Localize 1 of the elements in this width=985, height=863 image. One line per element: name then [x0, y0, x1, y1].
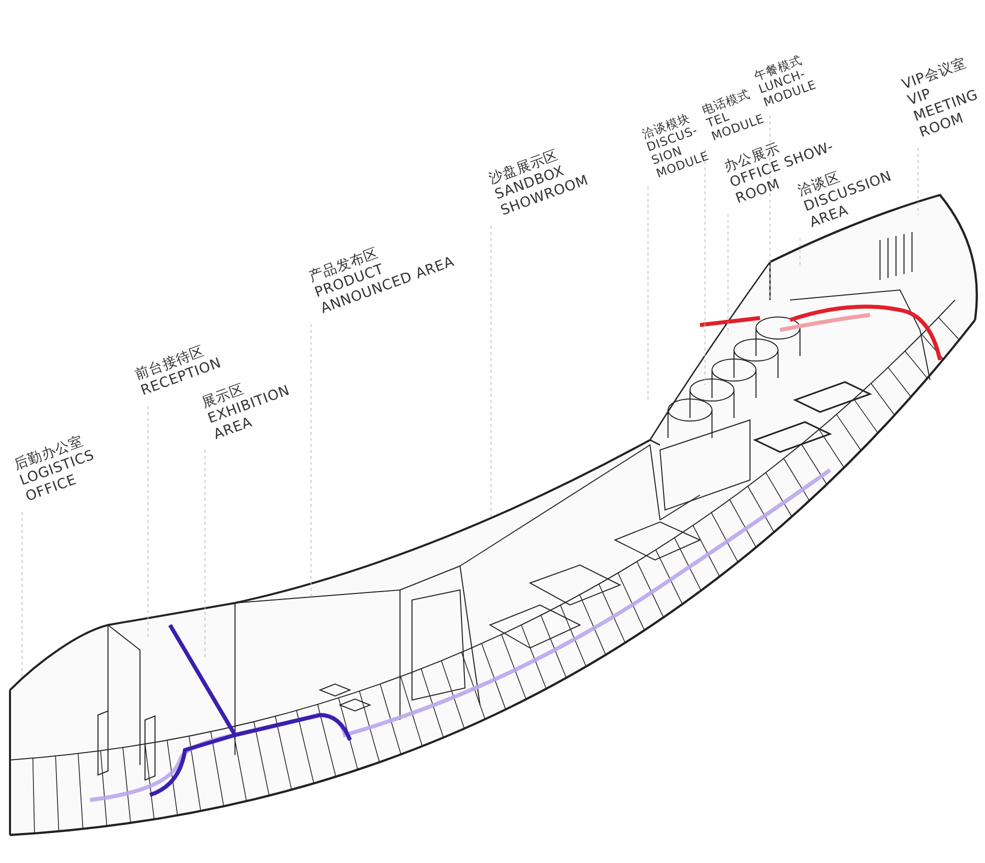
leader-line	[704, 149, 706, 386]
